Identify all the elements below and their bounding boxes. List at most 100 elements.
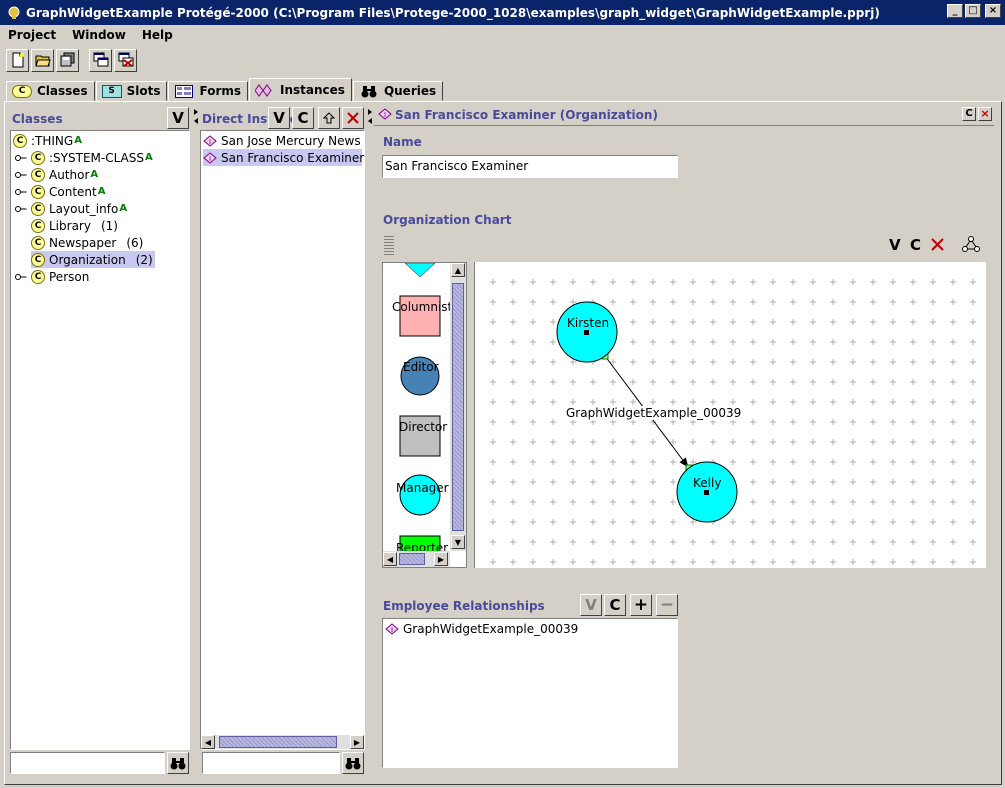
delete-x-icon — [347, 112, 359, 124]
palette-director[interactable] — [399, 415, 441, 457]
class-search-input[interactable] — [10, 752, 165, 774]
node-palette[interactable]: Columnist Editor Director Manager Report… — [382, 262, 467, 568]
expand-handle-icon[interactable] — [15, 204, 27, 214]
view-instance-button[interactable]: V — [268, 107, 290, 129]
rel-remove-button[interactable]: − — [656, 594, 678, 616]
palette-manager[interactable] — [399, 474, 441, 516]
splitter-classes[interactable] — [193, 108, 199, 776]
view-class-button[interactable]: V — [167, 107, 189, 129]
splitter-instances[interactable] — [367, 108, 373, 776]
instance-list-hscrollbar[interactable]: ◀ ▶ — [201, 735, 364, 749]
scroll-right-arrow[interactable]: ▶ — [350, 735, 364, 749]
open-folder-icon — [34, 55, 51, 67]
scroll-left-arrow[interactable]: ◀ — [383, 552, 397, 566]
chart-drag-grip[interactable] — [384, 235, 394, 255]
cascade-windows-button[interactable] — [89, 48, 112, 72]
employee-relationships-label: Employee Relationships — [383, 599, 545, 613]
rel-create-button[interactable]: C — [604, 594, 626, 616]
scroll-thumb[interactable] — [452, 283, 464, 531]
chart-layout-button[interactable] — [962, 236, 980, 255]
graph-canvas[interactable]: Kirsten Kelly GraphWidgetExample_00039 — [474, 262, 986, 568]
instance-list[interactable]: I San Jose Mercury News I San Francisco … — [200, 130, 365, 750]
close-window-button[interactable]: × — [985, 4, 1001, 18]
palette-vscrollbar[interactable]: ▲ ▼ — [450, 263, 466, 551]
close-windows-button[interactable] — [114, 48, 137, 72]
instance-item-selected[interactable]: I San Francisco Examiner — [203, 149, 364, 166]
instance-icon: I — [378, 108, 392, 123]
scroll-thumb[interactable] — [399, 553, 425, 565]
classes-panel-title: Classes — [12, 112, 63, 126]
class-icon: C — [31, 167, 45, 182]
delete-x-icon — [931, 238, 944, 251]
palette-hscrollbar[interactable]: ◀ ▶ — [383, 551, 450, 567]
rel-add-button[interactable]: + — [630, 594, 652, 616]
open-project-button[interactable] — [31, 48, 54, 72]
palette-diamond-partial[interactable] — [404, 263, 436, 278]
tab-instances[interactable]: Instances — [249, 78, 352, 101]
expand-handle-icon[interactable] — [15, 272, 27, 282]
delete-instance-button[interactable] — [342, 107, 364, 129]
chart-view-button[interactable]: V — [889, 236, 901, 254]
chart-delete-button[interactable] — [931, 238, 944, 254]
scroll-thumb[interactable] — [219, 736, 337, 748]
node-kirsten[interactable] — [556, 301, 618, 363]
new-project-button[interactable] — [6, 48, 29, 72]
menu-window[interactable]: Window — [72, 28, 126, 42]
save-project-button[interactable] — [56, 48, 79, 72]
rel-view-button[interactable]: V — [580, 594, 602, 616]
main-toolbar — [0, 46, 137, 74]
class-icon: C — [31, 201, 45, 216]
svg-text:I: I — [209, 155, 211, 163]
expand-handle-icon[interactable] — [15, 153, 27, 163]
save-icon — [60, 52, 74, 67]
instances-tab-icon — [254, 83, 276, 97]
instance-search-input[interactable] — [202, 752, 340, 774]
expand-handle-icon[interactable] — [15, 170, 27, 180]
instance-item[interactable]: I San Jose Mercury News — [203, 132, 362, 149]
scroll-left-arrow[interactable]: ◀ — [201, 735, 215, 749]
tab-classes[interactable]: C Classes — [6, 81, 95, 101]
find-class-button[interactable] — [167, 752, 189, 774]
name-label: Name — [383, 135, 422, 149]
tab-slots[interactable]: S Slots — [95, 81, 168, 101]
tab-queries[interactable]: Queries — [352, 81, 444, 101]
find-instance-button[interactable] — [342, 752, 364, 774]
expand-handle-icon[interactable] — [15, 187, 27, 197]
instances-tab-panel — [4, 101, 1002, 785]
form-customize-button[interactable]: C — [962, 107, 976, 121]
scroll-right-arrow[interactable]: ▶ — [434, 552, 448, 566]
node-kelly[interactable] — [676, 461, 738, 523]
set-display-slot-button[interactable] — [318, 107, 340, 129]
relationship-item[interactable]: I GraphWidgetExample_00039 — [385, 620, 578, 637]
menu-project[interactable]: Project — [8, 28, 57, 42]
class-icon: C — [13, 133, 27, 148]
scroll-down-arrow[interactable]: ▼ — [451, 535, 465, 549]
slots-tab-icon: S — [101, 84, 123, 98]
employee-relationships-list[interactable]: I GraphWidgetExample_00039 — [382, 618, 678, 768]
form-close-button[interactable]: × — [978, 107, 992, 121]
palette-columnist[interactable] — [399, 295, 441, 337]
maximize-button[interactable]: □ — [965, 4, 981, 18]
display-slot-icon — [323, 112, 335, 124]
chart-create-button[interactable]: C — [910, 236, 922, 254]
binoculars-icon — [358, 84, 380, 98]
classes-tab-icon: C — [11, 84, 33, 98]
scroll-up-arrow[interactable]: ▲ — [451, 263, 465, 277]
menu-help[interactable]: Help — [141, 28, 173, 42]
palette-editor[interactable] — [400, 356, 440, 396]
name-field[interactable]: San Francisco Examiner — [382, 155, 678, 178]
instance-icon: I — [203, 134, 217, 147]
minimize-button[interactable]: _ — [947, 4, 963, 18]
create-instance-button[interactable]: C — [292, 107, 314, 129]
tab-forms[interactable]: Forms — [168, 81, 249, 101]
